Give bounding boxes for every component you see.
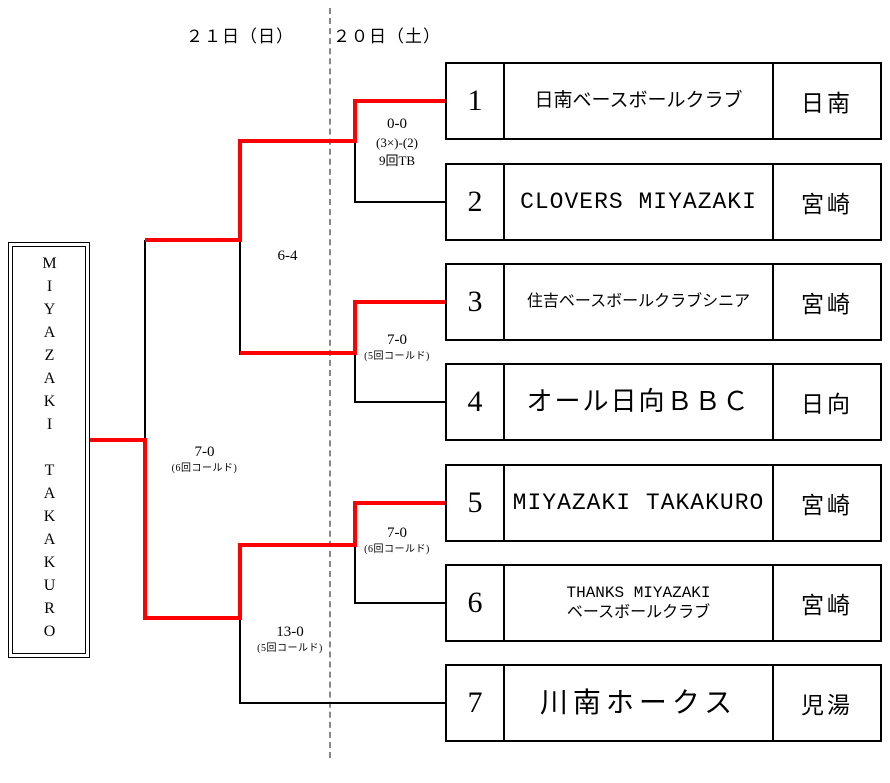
bracket-line-team7 bbox=[240, 702, 445, 704]
seed-number: 4 bbox=[447, 365, 505, 439]
champion-box: MIYAZAKI TAKAKURO bbox=[8, 242, 90, 658]
team-name: 住吉ベースボールクラブシニア bbox=[526, 293, 751, 310]
score-main: 7-0 bbox=[387, 525, 407, 541]
team-name: MIYAZAKI TAKAKURO bbox=[512, 489, 765, 516]
team-box-6: 6 THANKS MIYAZAKI ベースボールクラブ 宮崎 bbox=[445, 564, 882, 642]
day-separator-line bbox=[329, 8, 331, 758]
winner-path-match12-drop bbox=[353, 99, 357, 143]
score-match-3v4: 7-0 (5回コールド) bbox=[352, 330, 442, 364]
team-box-4: 4 オール日向ＢＢＣ 日向 bbox=[445, 363, 882, 441]
winner-path-final-rise bbox=[143, 438, 147, 620]
seed-number: 7 bbox=[447, 666, 505, 740]
team-name: オール日向ＢＢＣ bbox=[526, 386, 751, 416]
score-note: (5回コールド) bbox=[257, 643, 323, 655]
winner-path-match12-exit bbox=[240, 139, 357, 143]
score-main: 13-0 bbox=[276, 624, 304, 640]
score-note: 9回TB bbox=[378, 152, 416, 168]
bracket-line-team2 bbox=[355, 201, 445, 203]
date-header-saturday: ２０日（土） bbox=[333, 27, 441, 46]
team-name-line2: ベースボールクラブ bbox=[566, 604, 711, 621]
winner-path-match34-drop bbox=[353, 300, 357, 355]
team-name: CLOVERS MIYAZAKI bbox=[520, 188, 757, 215]
date-header-sunday: ２１日（日） bbox=[186, 27, 294, 46]
seed-number: 2 bbox=[447, 165, 505, 239]
score-note: (6回コールド) bbox=[364, 544, 430, 556]
score-note: (5回コールド) bbox=[364, 351, 430, 363]
score-main: 0-0 bbox=[387, 116, 407, 132]
winner-path-semifinal-upper-exit bbox=[145, 238, 242, 242]
winner-path-champion-exit bbox=[90, 438, 147, 442]
team-box-7: 7 川南ホークス 児湯 bbox=[445, 664, 882, 742]
team-region: 宮崎 bbox=[772, 165, 880, 239]
team-name: 日南ベースボールクラブ bbox=[534, 90, 743, 112]
seed-number: 6 bbox=[447, 566, 505, 640]
team-name-line1: THANKS MIYAZAKI bbox=[566, 584, 711, 602]
score-detail: (3×)-(2) bbox=[376, 135, 418, 151]
champion-box-inner-border: MIYAZAKI TAKAKURO bbox=[12, 246, 86, 654]
team-region: 宮崎 bbox=[772, 265, 880, 339]
winner-path-team5 bbox=[355, 501, 445, 505]
winner-path-team1 bbox=[355, 99, 445, 103]
bracket-connector-match12-lower bbox=[354, 141, 356, 203]
bracket-connector-match56-lower bbox=[354, 545, 356, 604]
team-box-5: 5 MIYAZAKI TAKAKURO 宮崎 bbox=[445, 464, 882, 542]
team-region: 児湯 bbox=[772, 666, 880, 740]
bracket-line-team6 bbox=[355, 602, 445, 604]
team-box-2: 2 CLOVERS MIYAZAKI 宮崎 bbox=[445, 163, 882, 241]
winner-path-match56-drop bbox=[353, 501, 357, 547]
score-match-1v2: 0-0 (3×)-(2) 9回TB bbox=[352, 114, 442, 169]
team-box-3: 3 住吉ベースボールクラブシニア 宮崎 bbox=[445, 263, 882, 341]
winner-path-match34-exit bbox=[240, 351, 357, 355]
score-match-5v6: 7-0 (6回コールド) bbox=[352, 523, 442, 557]
bracket-connector-final-loser bbox=[144, 240, 146, 440]
score-final: 7-0 (6回コールド) bbox=[152, 442, 257, 476]
team-region: 日向 bbox=[772, 365, 880, 439]
score-semifinal-upper: 6-4 bbox=[240, 246, 335, 266]
team-region: 日南 bbox=[772, 64, 880, 138]
winner-path-match56-exit bbox=[240, 543, 357, 547]
score-semifinal-lower: 13-0 (5回コールド) bbox=[240, 622, 340, 656]
seed-number: 3 bbox=[447, 265, 505, 339]
score-main: 6-4 bbox=[277, 248, 298, 264]
score-main: 7-0 bbox=[194, 444, 215, 460]
team-box-1: 1 日南ベースボールクラブ 日南 bbox=[445, 62, 882, 140]
team-region: 宮崎 bbox=[772, 466, 880, 540]
seed-number: 5 bbox=[447, 466, 505, 540]
winner-path-semifinal-lower-exit bbox=[145, 616, 242, 620]
team-name: 川南ホークス bbox=[539, 687, 738, 719]
team-region: 宮崎 bbox=[772, 566, 880, 640]
seed-number: 1 bbox=[447, 64, 505, 138]
bracket-line-team4 bbox=[355, 401, 445, 403]
bracket-connector-semifinal-upper-loser bbox=[239, 240, 241, 355]
winner-path-semifinal-upper-drop bbox=[238, 139, 242, 242]
winner-path-semifinal-lower-drop bbox=[238, 543, 242, 620]
champion-name-vertical: MIYAZAKI TAKAKURO bbox=[41, 254, 58, 646]
score-note: (6回コールド) bbox=[171, 463, 238, 475]
bracket-connector-semifinal-lower-loser bbox=[239, 618, 241, 704]
winner-path-team3 bbox=[355, 300, 445, 304]
bracket-connector-match34-lower bbox=[354, 353, 356, 403]
score-main: 7-0 bbox=[387, 332, 407, 348]
